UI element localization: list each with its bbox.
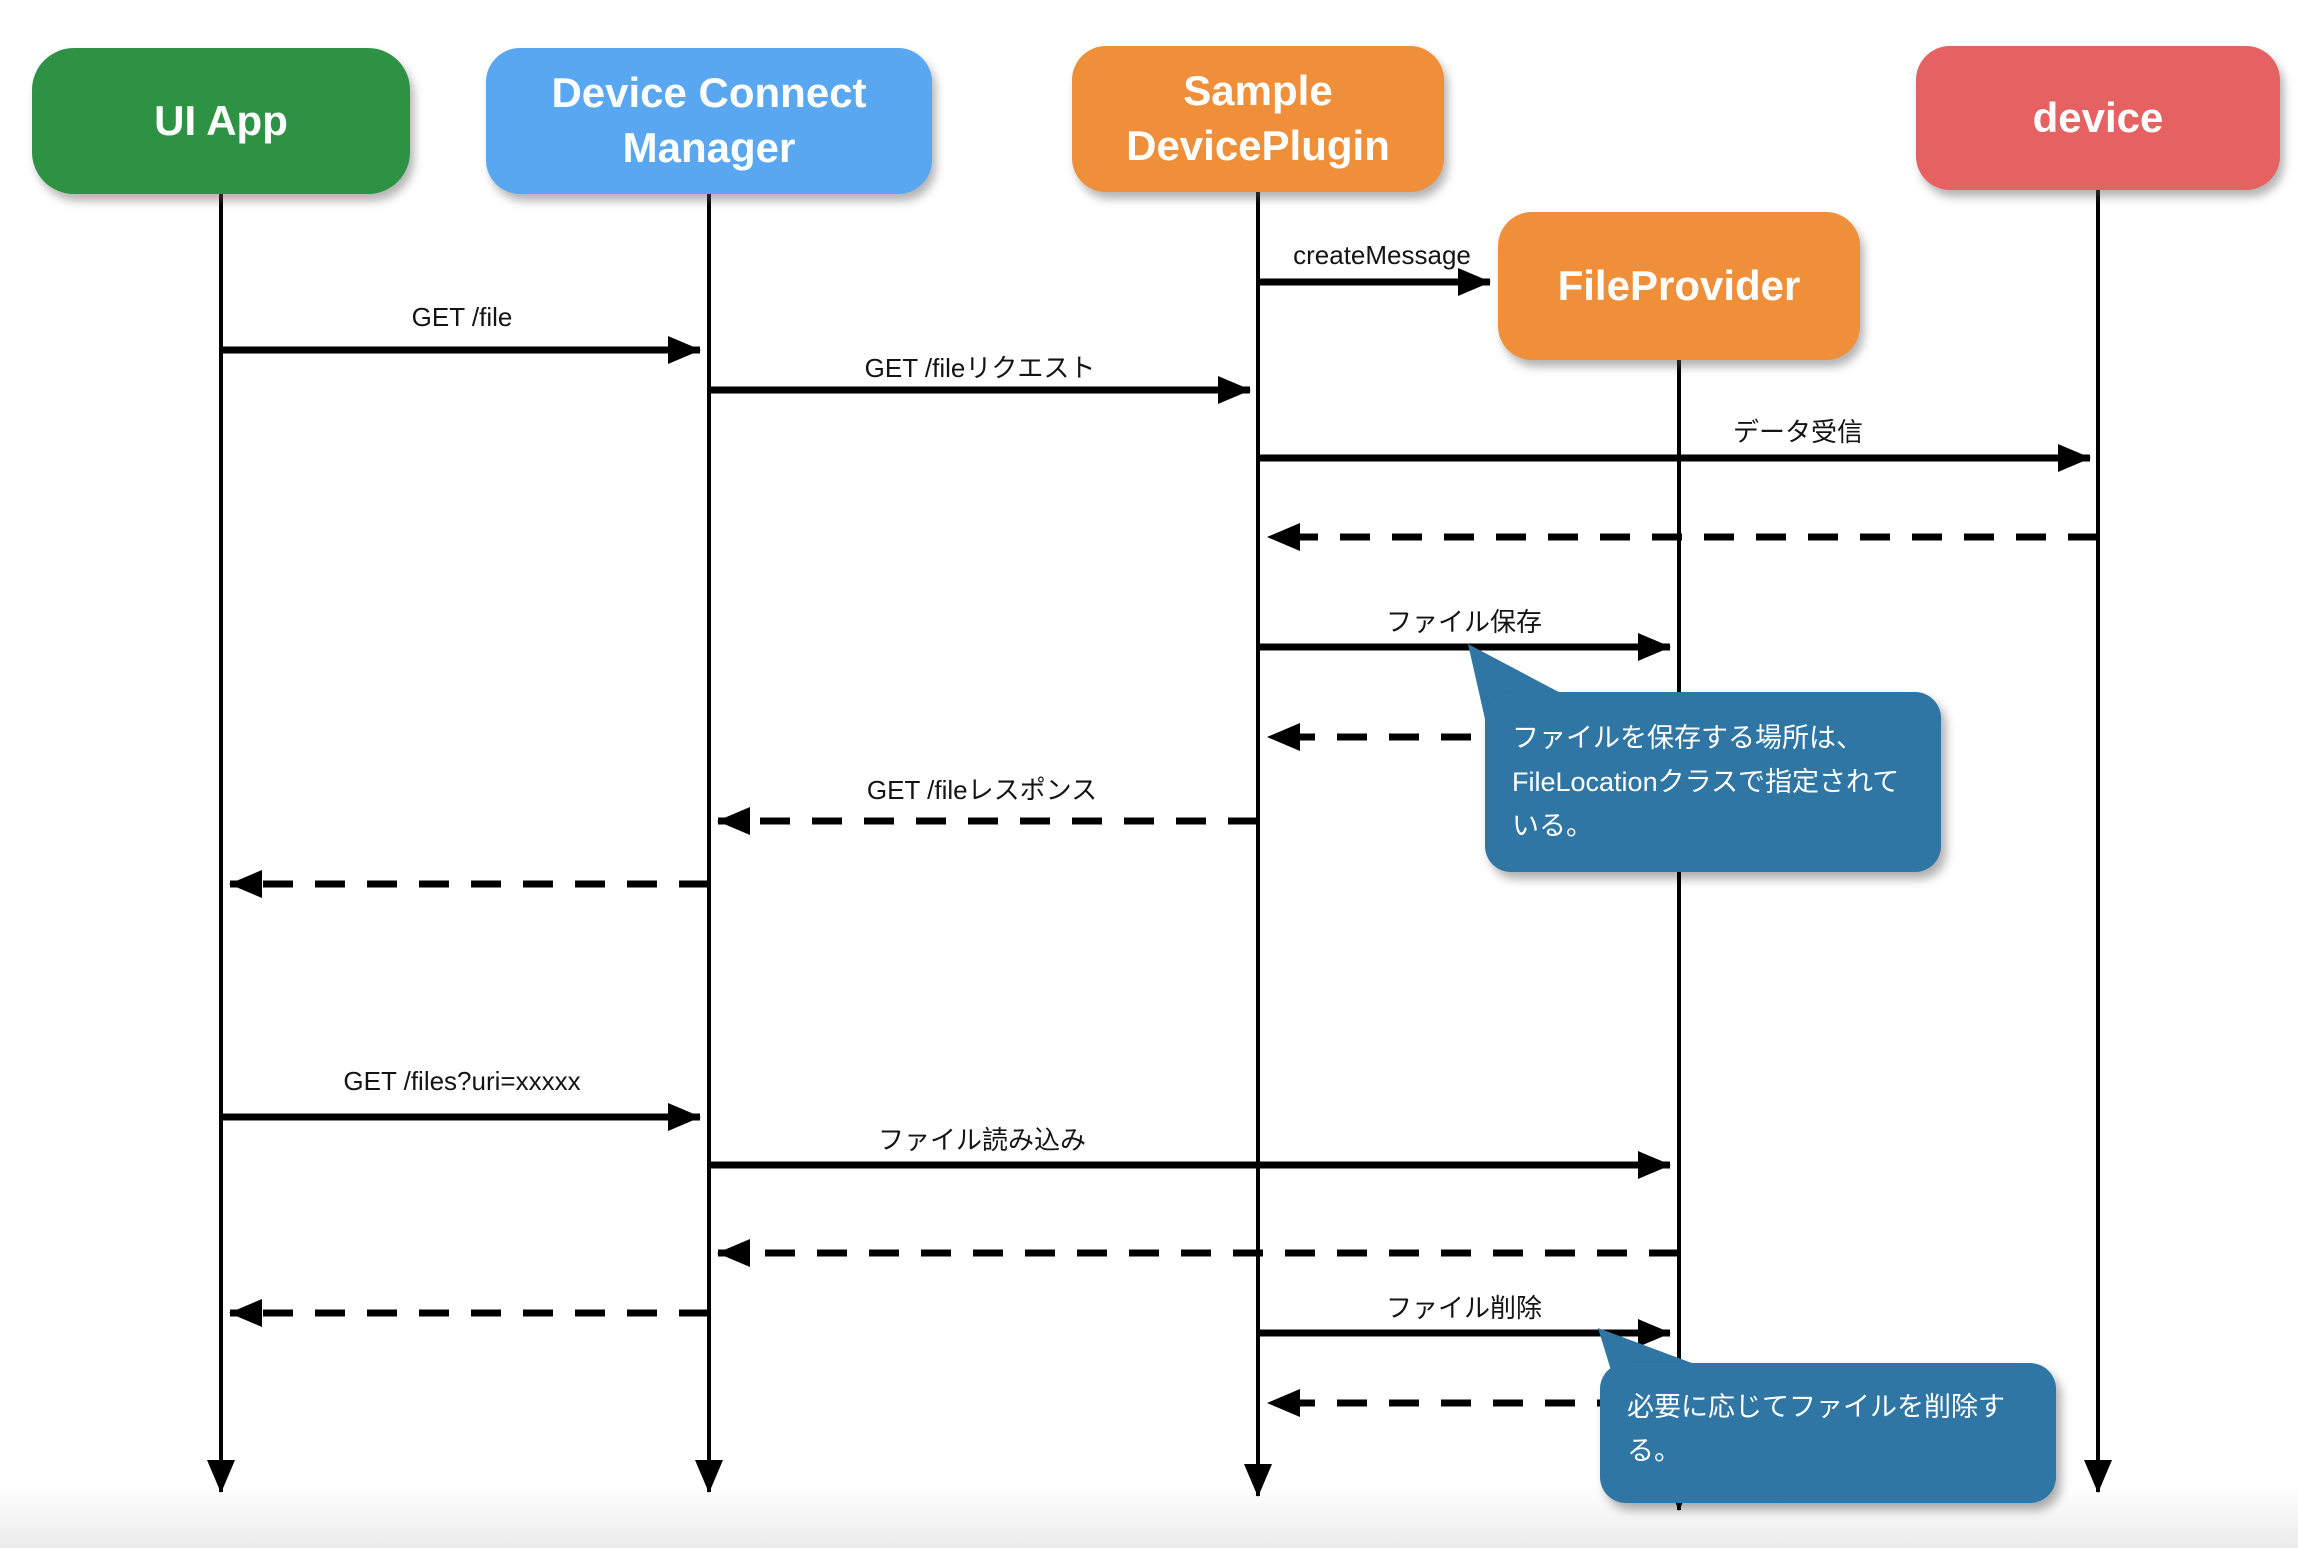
message-label-file-delete: ファイル削除 — [1385, 1293, 1543, 1323]
note-file-delete: 必要に応じてファイルを削除する。 — [1600, 1363, 2056, 1503]
actor-fileprovider: FileProvider — [1498, 212, 1860, 360]
actor-label: Sample DevicePlugin — [1126, 67, 1390, 169]
message-label-file-read: ファイル読み込み — [877, 1125, 1087, 1155]
actor-device-connect-manager: Device Connect Manager — [486, 48, 932, 194]
actor-label: Device Connect Manager — [551, 69, 867, 171]
message-label-get-file: GET /file — [411, 302, 513, 332]
message-label-file-save: ファイル保存 — [1385, 607, 1543, 637]
note-text: 必要に応じてファイルを削除する。 — [1627, 1392, 2005, 1466]
message-label-get-file-request: GET /fileリクエスト — [864, 353, 1096, 383]
message-label-get-file-response: GET /fileレスポンス — [866, 775, 1098, 805]
actor-label: device — [2032, 93, 2164, 141]
message-label-data-receive: データ受信 — [1732, 417, 1864, 447]
actor-label: FileProvider — [1557, 261, 1801, 309]
actor-device: device — [1916, 46, 2280, 190]
note-file-location: ファイルを保存する場所は、FileLocationクラスで指定されている。 — [1485, 692, 1941, 872]
actor-ui-app: UI App — [32, 48, 410, 194]
message-label-createmessage: createMessage — [1293, 240, 1471, 270]
actor-label: UI App — [154, 96, 288, 144]
note-text: ファイルを保存する場所は、FileLocationクラスで指定されている。 — [1512, 723, 1900, 841]
message-label-get-files-uri: GET /files?uri=xxxxx — [343, 1066, 581, 1096]
actor-sample-deviceplugin: Sample DevicePlugin — [1072, 46, 1444, 192]
lifelines — [207, 190, 2112, 1511]
